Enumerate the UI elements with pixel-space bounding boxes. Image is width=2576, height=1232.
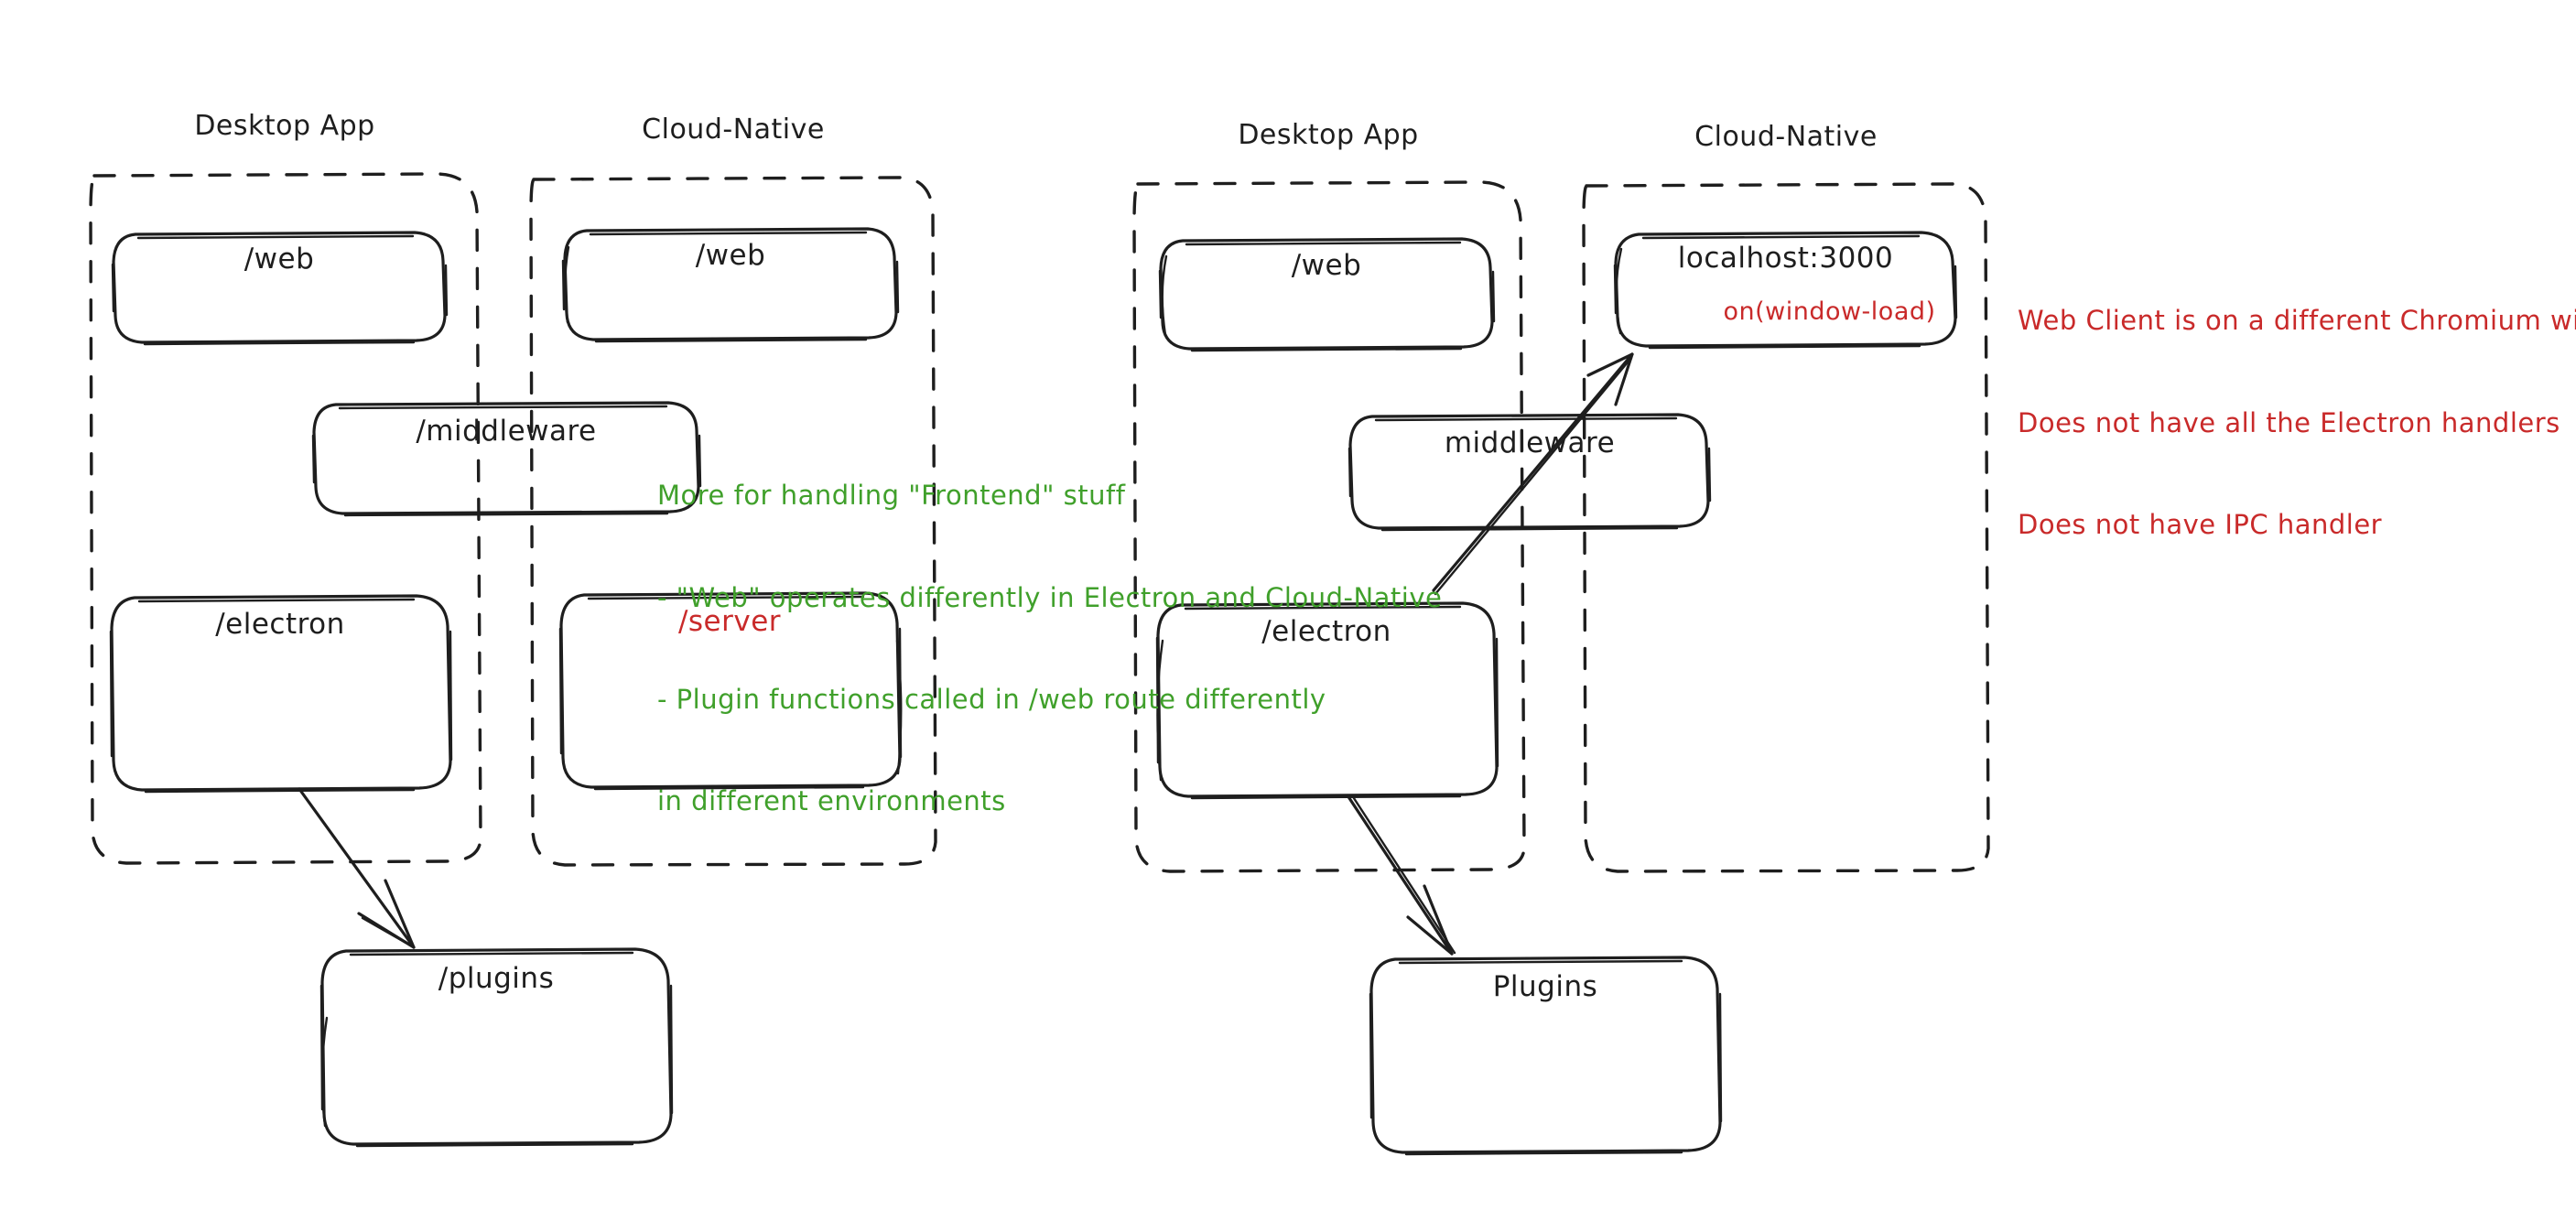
node-shape-right-middleware: [1348, 413, 1712, 532]
node-label-left-middleware: /middleware: [416, 415, 597, 448]
group-title-right-desktop: Desktop App: [1238, 119, 1419, 151]
group-frame-left-cloud: [529, 176, 937, 867]
arrow-left-electron-to-plugins: [298, 787, 416, 949]
arrow-right-electron-to-plugins: [1346, 794, 1456, 956]
node-label-right-localhost: localhost:3000: [1677, 242, 1894, 275]
node-shape-left-electron: [109, 594, 453, 794]
arrow-right-electron-to-localhost: [1432, 352, 1634, 596]
node-sublabel-right-localhost-onwindowload: on(window-load): [1723, 297, 1936, 326]
node-shape-left-desktop-web: [111, 231, 449, 346]
node-shape-left-server: [558, 591, 903, 791]
annotation-right-line-2: Does not have all the Electron handlers: [2018, 406, 2560, 438]
node-label-right-electron: /electron: [1261, 615, 1391, 648]
annotation-left-frontend: More for handling "Frontend" stuff - "We…: [657, 411, 1442, 852]
node-label-right-plugins: Plugins: [1492, 970, 1598, 1003]
group-frame-left-desktop: [89, 172, 482, 865]
group-frame-right-cloud: [1582, 182, 1990, 873]
group-title-right-cloud: Cloud-Native: [1694, 121, 1878, 153]
annotation-right-line-3: Does not have IPC handler: [2018, 508, 2383, 540]
node-shape-right-plugins: [1369, 956, 1723, 1156]
annotation-left-line-2: - "Web" operates differently in Electron…: [657, 581, 1443, 613]
group-frame-right-desktop: [1132, 180, 1526, 873]
node-label-left-electron: /electron: [215, 608, 345, 641]
group-title-left-cloud: Cloud-Native: [642, 113, 825, 146]
node-label-left-cloud-web: /web: [695, 239, 766, 272]
group-title-left-desktop: Desktop App: [194, 110, 375, 142]
node-label-left-plugins: /plugins: [438, 962, 555, 995]
node-shape-right-localhost: [1613, 231, 1958, 350]
annotation-right-line-1: Web Client is on a different Chromium wi…: [2018, 305, 2576, 337]
annotation-left-line-1: More for handling "Frontend" stuff: [657, 480, 1126, 512]
node-shape-right-electron: [1155, 601, 1499, 800]
node-label-left-desktop-web: /web: [244, 243, 315, 276]
node-label-right-desktop-web: /web: [1291, 249, 1362, 282]
node-shape-left-plugins: [319, 947, 674, 1148]
node-label-right-middleware: middleware: [1444, 427, 1616, 459]
annotation-left-line-4: in different environments: [657, 785, 1006, 817]
node-shape-left-middleware: [311, 401, 702, 517]
node-shape-left-cloud-web: [561, 227, 900, 343]
node-label-left-server: /server: [677, 605, 782, 638]
node-shape-right-desktop-web: [1158, 237, 1496, 352]
annotation-right-web-client: Web Client is on a different Chromium wi…: [2018, 236, 2576, 576]
annotation-left-line-3: - Plugin functions called in /web route …: [657, 683, 1326, 715]
